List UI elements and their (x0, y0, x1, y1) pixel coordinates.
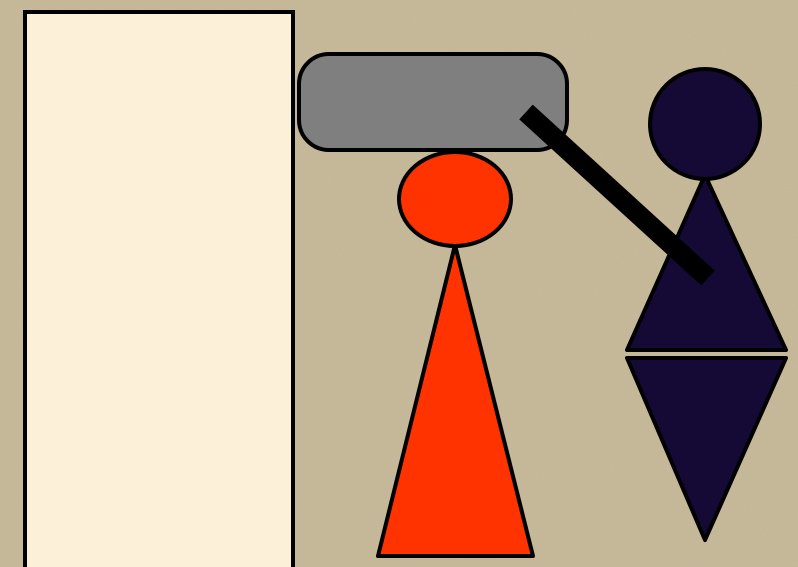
gray-rounded-bar (299, 54, 567, 150)
red-figure-head (399, 152, 511, 246)
navy-figure-head (650, 69, 760, 179)
door-panel (25, 12, 293, 567)
